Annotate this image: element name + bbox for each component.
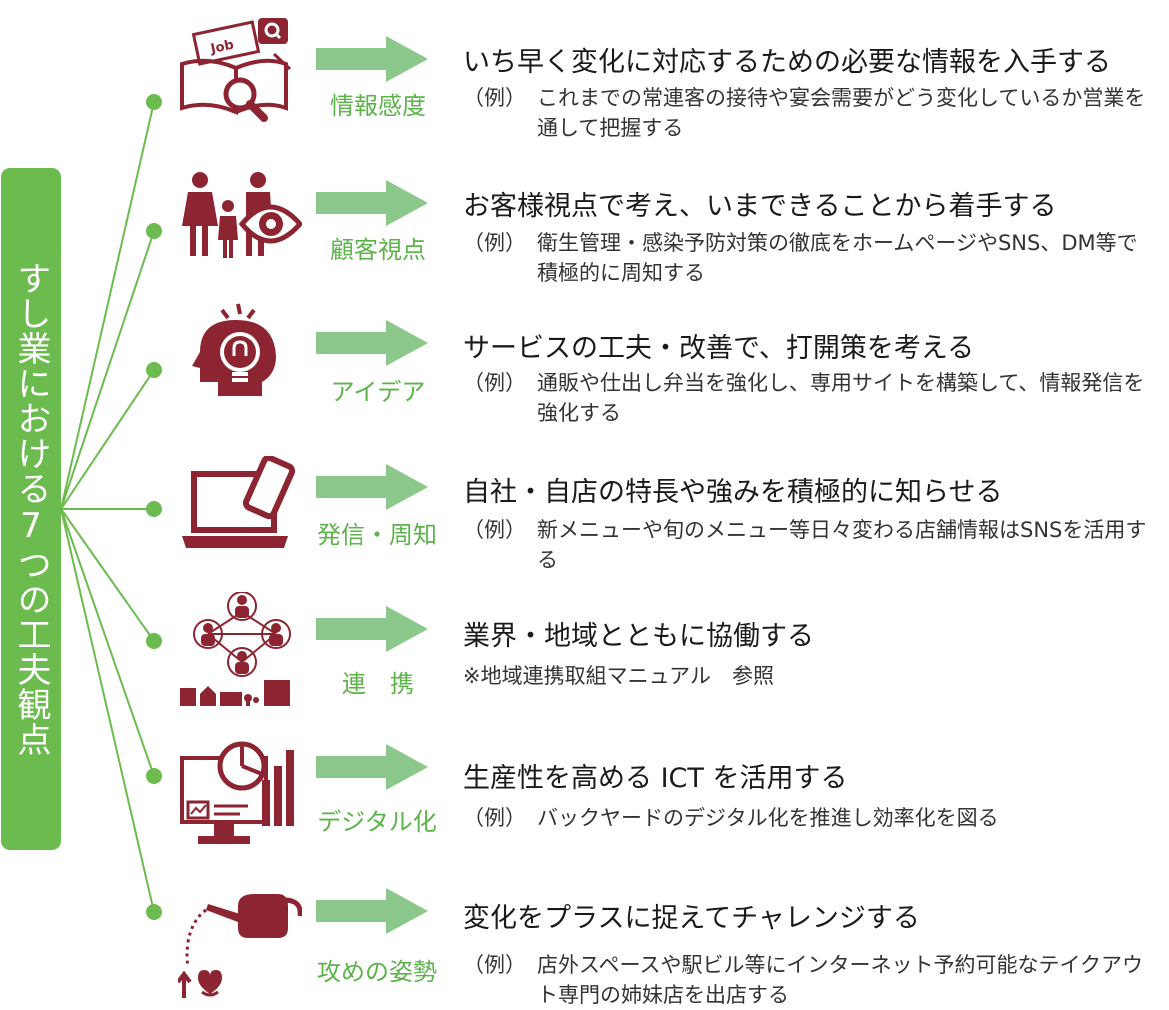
example-prefix: （例） [463, 953, 526, 977]
category-label: 顧客視点 [330, 236, 426, 264]
example-prefix: （例） [463, 518, 526, 542]
item-example: （例） 店外スペースや駅ビル等にインターネット予約可能なテイクアウト専門の姉妹店を… [463, 950, 1163, 1010]
item-example: （例） 衛生管理・感染予防対策の徹底をホームページやSNS、DM等で積極的に周知す… [463, 228, 1163, 288]
item-heading: 自社・自店の特長や強みを積極的に知らせる [463, 477, 1003, 508]
monitor-chart-icon [180, 741, 294, 844]
item-example: （例） バックヤードのデジタル化を推進し効率化を図る [463, 803, 1163, 833]
head-lightbulb-icon [192, 303, 276, 396]
arrow-icon [316, 606, 428, 652]
connector-dot [146, 362, 162, 378]
watering-can-heart-icon [178, 894, 302, 998]
example-text: バックヤードのデジタル化を推進し効率化を図る [537, 806, 999, 830]
item-heading: サービスの工夫・改善で、打開策を考える [463, 333, 975, 364]
arrow-icon [316, 320, 428, 366]
item-note: ※地域連携取組マニュアル 参照 [463, 664, 774, 688]
example-prefix: （例） [463, 231, 526, 255]
example-text: 通販や仕出し弁当を強化し、専用サイトを構築して、情報発信を強化する [537, 371, 1145, 425]
category-label: デジタル化 [317, 808, 437, 836]
item-example: （例） 新メニューや旬のメニュー等日々変わる店舗情報はSNSを活用する [463, 515, 1163, 575]
connector-dot [146, 223, 162, 239]
item-heading: 生産性を高める ICT を活用する [463, 763, 848, 794]
item-heading: いち早く変化に対応するための必要な情報を入手する [463, 47, 1111, 78]
item-example: （例） 通販や仕出し弁当を強化し、専用サイトを構築して、情報発信を強化する [463, 368, 1163, 428]
category-label: 発信・周知 [317, 521, 437, 549]
item-heading: お客様視点で考え、いまできることから着手する [463, 191, 1057, 222]
example-text: 衛生管理・感染予防対策の徹底をホームページやSNS、DM等で積極的に周知する [537, 231, 1138, 285]
sidebar-title: すし業における7つの工夫観点 [1, 168, 61, 850]
family-eye-icon [182, 172, 302, 258]
category-label: アイデア [330, 378, 426, 406]
arrow-icon [316, 464, 428, 510]
category-label: 連 携 [342, 670, 414, 698]
arrow-icon [316, 744, 428, 790]
job-search-book-icon: Job [180, 18, 292, 122]
arrow-icon [316, 180, 428, 226]
item-heading: 業界・地域とともに協働する [463, 621, 814, 652]
connector-dot [146, 633, 162, 649]
connector-dot [146, 501, 162, 517]
example-text: これまでの常連客の接待や宴会需要がどう変化しているか営業を通して把握する [537, 86, 1146, 140]
svg-text:Job: Job [209, 38, 236, 58]
item-example: （例） これまでの常連客の接待や宴会需要がどう変化しているか営業を通して把握する [463, 83, 1163, 143]
example-prefix: （例） [463, 371, 526, 395]
connector-dot [146, 904, 162, 920]
example-prefix: （例） [463, 806, 526, 830]
example-text: 店外スペースや駅ビル等にインターネット予約可能なテイクアウト専門の姉妹店を出店す… [537, 953, 1144, 1007]
example-text: 新メニューや旬のメニュー等日々変わる店舗情報はSNSを活用する [537, 518, 1147, 572]
category-label: 攻めの姿勢 [317, 958, 437, 986]
item-heading: 変化をプラスに捉えてチャレンジする [463, 903, 920, 934]
network-town-icon [180, 592, 291, 706]
laptop-phone-icon [182, 456, 296, 548]
connector-dot [146, 768, 162, 784]
connector-dot [146, 94, 162, 110]
arrow-icon [316, 888, 428, 934]
category-label: 情報感度 [330, 92, 426, 120]
example-prefix: （例） [463, 86, 526, 110]
arrow-icon [316, 36, 428, 82]
